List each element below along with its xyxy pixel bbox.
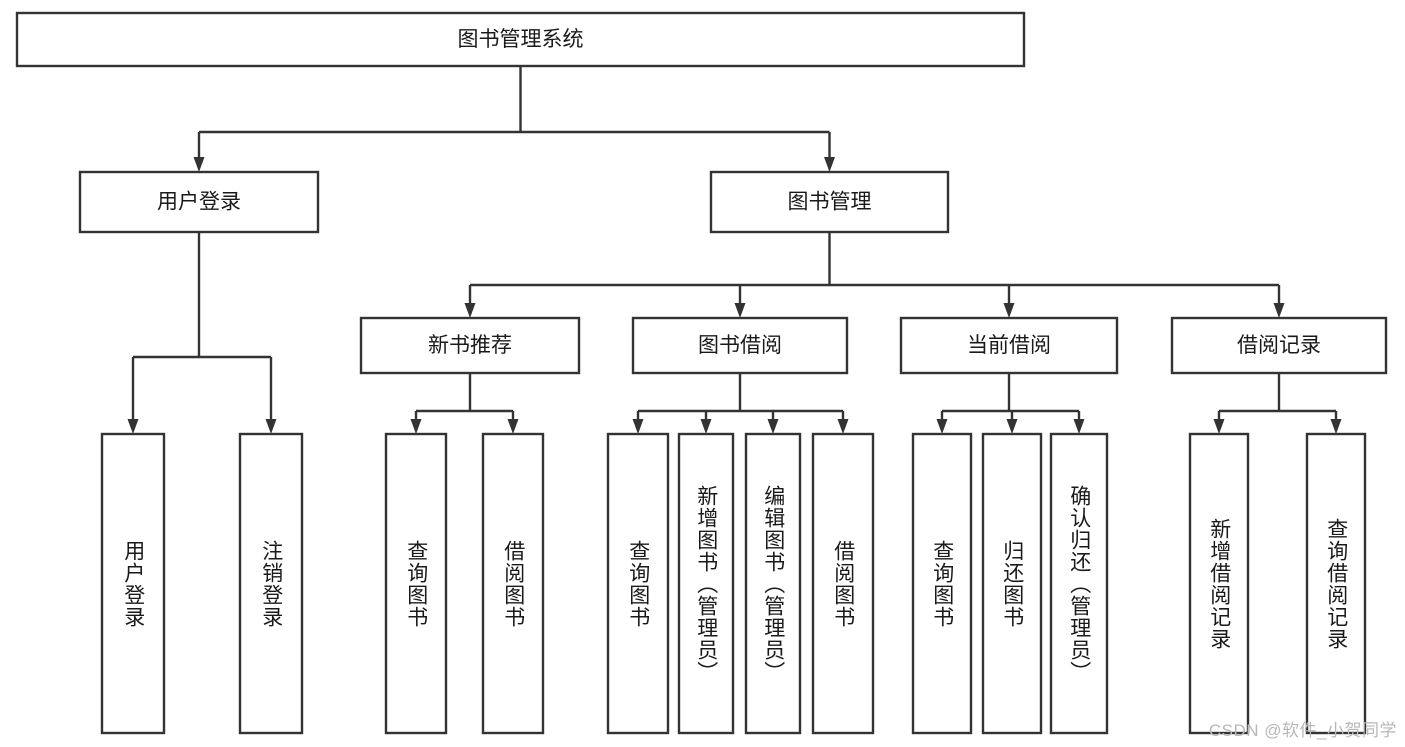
arrow-head-icon — [936, 419, 948, 434]
node-box[interactable] — [606, 432, 670, 735]
arrow-head-icon — [410, 419, 422, 434]
arrow-head-icon — [1073, 419, 1085, 434]
node-l2_0[interactable]: 用户登录 — [78, 170, 320, 234]
node-l3_0[interactable]: 新书推荐 — [359, 316, 581, 375]
node-box[interactable] — [100, 432, 166, 735]
node-l3_3[interactable]: 借阅记录 — [1170, 316, 1388, 375]
node-box[interactable] — [359, 316, 581, 375]
node-box[interactable] — [631, 316, 849, 375]
node-box[interactable] — [1188, 432, 1250, 735]
arrow-head-icon — [767, 419, 779, 434]
arrow-head-icon — [1213, 419, 1225, 434]
arrow-head-icon — [127, 419, 139, 434]
arrow-head-icon — [632, 419, 644, 434]
arrow-head-icon — [1006, 419, 1018, 434]
node-box[interactable] — [78, 170, 320, 234]
connector-group-l2_1 — [464, 232, 1285, 318]
node-label: 当前借阅 — [967, 334, 1051, 357]
node-box[interactable] — [744, 432, 802, 735]
arrow-head-icon — [1273, 303, 1285, 318]
connector-group-l3_2 — [936, 373, 1085, 434]
node-box[interactable] — [481, 432, 545, 735]
node-box[interactable] — [238, 432, 304, 735]
node-box[interactable] — [911, 432, 973, 735]
arrow-head-icon — [734, 303, 746, 318]
node-leaf_6[interactable] — [744, 432, 802, 735]
node-leaf_3[interactable] — [481, 432, 545, 735]
node-label: 图书管理系统 — [458, 28, 584, 51]
node-leaf_4[interactable] — [606, 432, 670, 735]
node-box[interactable] — [384, 432, 448, 735]
arrow-head-icon — [837, 419, 849, 434]
arrow-head-icon — [824, 157, 835, 172]
node-leaf_0[interactable] — [100, 432, 166, 735]
arrow-head-icon — [507, 419, 519, 434]
arrow-head-icon — [464, 303, 476, 318]
connector-group-l3_1 — [632, 373, 849, 434]
node-box[interactable] — [1170, 316, 1388, 375]
node-label: 用户登录 — [157, 191, 241, 214]
node-l3_1[interactable]: 图书借阅 — [631, 316, 849, 375]
node-box[interactable] — [1049, 432, 1109, 735]
node-root[interactable]: 图书管理系统 — [15, 11, 1026, 68]
connector-group-root — [193, 66, 835, 172]
node-box[interactable] — [811, 432, 875, 735]
node-label: 图书管理 — [788, 191, 872, 214]
node-label: 借阅记录 — [1237, 334, 1321, 357]
arrow-head-icon — [1003, 303, 1015, 318]
node-box[interactable] — [1305, 432, 1367, 735]
node-leaf_7[interactable] — [811, 432, 875, 735]
node-l2_1[interactable]: 图书管理 — [709, 170, 950, 234]
node-leaf_2[interactable] — [384, 432, 448, 735]
node-leaf_5[interactable] — [677, 432, 735, 735]
node-box[interactable] — [677, 432, 735, 735]
node-label: 图书借阅 — [698, 334, 782, 357]
arrow-head-icon — [193, 157, 205, 172]
watermark-text: CSDN @软件_小贺同学 — [1208, 721, 1397, 740]
node-leaf_12[interactable] — [1305, 432, 1367, 735]
node-box[interactable] — [981, 432, 1043, 735]
node-leaf_9[interactable] — [981, 432, 1043, 735]
node-l3_2[interactable]: 当前借阅 — [899, 316, 1119, 375]
node-label: 新书推荐 — [428, 334, 512, 357]
arrow-head-icon — [265, 419, 277, 434]
node-leaf_8[interactable] — [911, 432, 973, 735]
node-box[interactable] — [709, 170, 950, 234]
node-leaf_10[interactable] — [1049, 432, 1109, 735]
connector-group-l2_0 — [127, 232, 277, 434]
connector-group-l3_0 — [410, 373, 519, 434]
connectors-layer — [127, 66, 1342, 434]
node-box[interactable] — [899, 316, 1119, 375]
node-leaf_11[interactable] — [1188, 432, 1250, 735]
node-leaf_1[interactable] — [238, 432, 304, 735]
arrow-head-icon — [700, 419, 712, 434]
connector-group-l3_3 — [1213, 373, 1342, 434]
arrow-head-icon — [1330, 419, 1342, 434]
node-box[interactable] — [15, 11, 1026, 68]
